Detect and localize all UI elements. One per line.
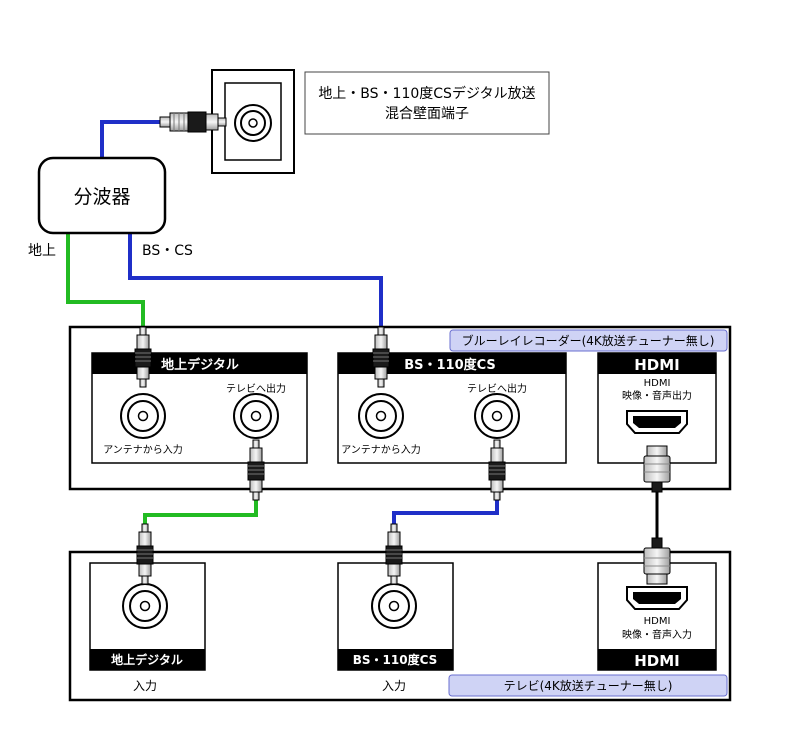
recorder-bs-out-plug-icon bbox=[488, 439, 506, 501]
tv-terrestrial-footer: 地上デジタル bbox=[111, 652, 183, 667]
recorder-title: ブルーレイレコーダー(4K放送チューナー無し) bbox=[462, 333, 715, 348]
splitter: 分波器 bbox=[37, 156, 167, 235]
recorder-bs-panel: BS・110度CS アンテナから入力 テレビへ出力 bbox=[337, 352, 567, 464]
cable-splitter-terrestrial bbox=[66, 233, 145, 327]
recorder-terrestrial-out-plug-icon bbox=[247, 439, 265, 501]
blu-ray-recorder: 地上デジタル アンテナから入力 テレビへ出力 BS・110度CS アンテナから入… bbox=[68, 325, 732, 491]
recorder-bs-tv-out-label: テレビへ出力 bbox=[467, 382, 527, 395]
cable-recorder-to-tv-terrestrial bbox=[143, 500, 258, 524]
tv-bs-input-label: 入力 bbox=[382, 679, 406, 693]
splitter-bs-cs-output-label: BS・CS bbox=[142, 243, 193, 259]
recorder-terrestrial-tv-out-label: テレビへ出力 bbox=[226, 382, 286, 395]
recorder-hdmi-header: HDMI bbox=[634, 356, 680, 374]
wall-outlet bbox=[159, 69, 295, 174]
recorder-terrestrial-in-plug-icon bbox=[134, 326, 152, 388]
wall-outlet-label: 地上・BS・110度CSデジタル放送 混合壁面端子 bbox=[304, 71, 550, 135]
recorder-terrestrial-antenna-in-label: アンテナから入力 bbox=[103, 443, 183, 456]
tv-hdmi-label-line2: 映像・音声入力 bbox=[622, 628, 692, 641]
cable-wall-to-splitter bbox=[100, 120, 160, 158]
recorder-hdmi-label-line2: 映像・音声出力 bbox=[622, 389, 692, 402]
recorder-terrestrial-header: 地上デジタル bbox=[161, 357, 239, 373]
recorder-bs-tv-out-port-icon bbox=[474, 393, 520, 439]
wall-label-line1: 地上・BS・110度CSデジタル放送 bbox=[318, 85, 535, 102]
tv-bs-in-plug-icon bbox=[385, 523, 403, 585]
cable-recorder-to-tv-bs bbox=[392, 500, 499, 524]
recorder-bs-in-plug-icon bbox=[372, 326, 390, 388]
tv-hdmi-footer: HDMI bbox=[634, 652, 680, 670]
tv-terrestrial-input-label: 入力 bbox=[133, 679, 157, 693]
wall-label-line2: 混合壁面端子 bbox=[385, 106, 469, 122]
recorder-terrestrial-tv-out-port-icon bbox=[233, 393, 279, 439]
tv-bs-footer: BS・110度CS bbox=[353, 652, 438, 667]
tv-hdmi-in-port-icon bbox=[626, 586, 688, 610]
splitter-label: 分波器 bbox=[73, 186, 130, 208]
tv-title-bar: テレビ(4K放送チューナー無し) bbox=[448, 674, 728, 697]
recorder-terrestrial-antenna-in-port-icon bbox=[120, 393, 166, 439]
wall-coax-port-icon bbox=[234, 104, 272, 142]
recorder-hdmi-out-port-icon bbox=[626, 410, 688, 434]
splitter-terrestrial-output-label: 地上 bbox=[28, 243, 56, 259]
tv-terrestrial-in-plug-icon bbox=[136, 523, 154, 585]
tv-hdmi-plug-icon bbox=[643, 537, 671, 585]
television: 地上デジタル BS・110度CS HDMI 映像・音声入力 HDMI 入力 入力… bbox=[68, 550, 732, 702]
recorder-hdmi-plug-icon bbox=[643, 445, 671, 493]
tv-title: テレビ(4K放送チューナー無し) bbox=[504, 678, 673, 693]
cables bbox=[66, 120, 659, 538]
recorder-hdmi-panel: HDMI HDMI 映像・音声出力 bbox=[597, 352, 717, 464]
recorder-bs-header: BS・110度CS bbox=[404, 357, 496, 373]
cable-splitter-bs-cs bbox=[128, 233, 383, 327]
tv-bs-port-icon bbox=[371, 583, 417, 629]
recorder-terrestrial-panel: 地上デジタル アンテナから入力 テレビへ出力 bbox=[91, 352, 308, 464]
tv-terrestrial-port-icon bbox=[122, 583, 168, 629]
recorder-title-bar: ブルーレイレコーダー(4K放送チューナー無し) bbox=[449, 329, 728, 352]
recorder-bs-antenna-in-label: アンテナから入力 bbox=[341, 443, 421, 456]
tv-hdmi-label-line1: HDMI bbox=[644, 616, 671, 627]
recorder-bs-antenna-in-port-icon bbox=[358, 393, 404, 439]
recorder-hdmi-label-line1: HDMI bbox=[644, 378, 671, 389]
wall-coax-plug-icon bbox=[159, 111, 227, 133]
